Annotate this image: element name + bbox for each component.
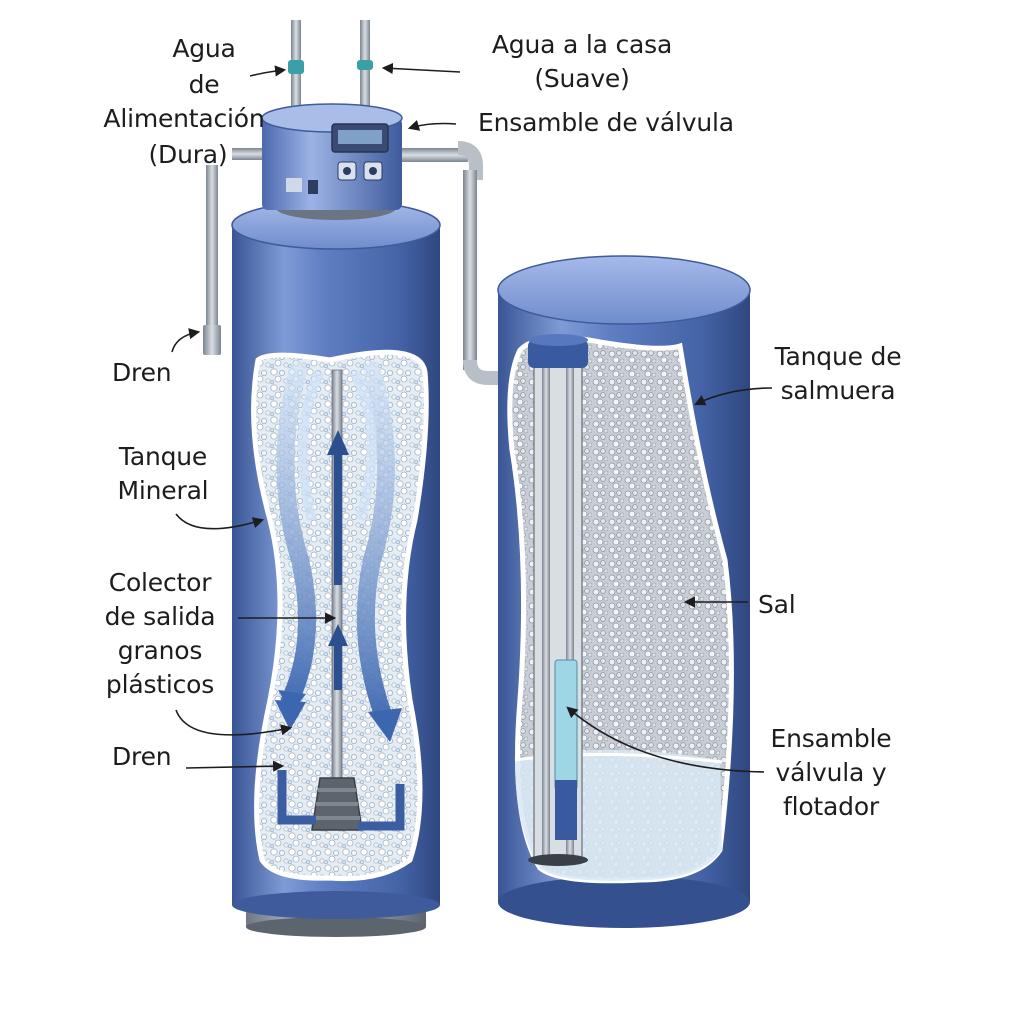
flow-arrows [275, 361, 402, 742]
label-feed-water-line-1: Agua [172, 34, 236, 63]
distributor-tube [277, 369, 405, 831]
label-feed-water-line-4: (Dura) [148, 140, 228, 169]
label-feed-water-line-2: de [188, 70, 220, 99]
label-collector-line-1: Colector [108, 568, 212, 597]
label-mineral-tank-line-2: Mineral [117, 476, 209, 505]
label-house-water-line-1: Agua a la casa [491, 30, 673, 59]
inlet-outlet-pipes [288, 20, 373, 110]
label-float-valve-line-2: válvula y [775, 758, 887, 787]
label-valve-assembly: Ensamble de válvula [478, 108, 734, 137]
brine-line [398, 141, 500, 385]
leader-lines [171, 62, 773, 773]
brine-well [528, 334, 588, 866]
label-house-water-line-2: (Suave) [534, 64, 630, 93]
label-salt: Sal [758, 590, 796, 619]
valve-head [261, 103, 403, 220]
label-float-valve-line-3: flotador [782, 792, 879, 821]
label-drain-bottom: Dren [112, 742, 172, 771]
label-feed-water-line-3: Alimentación [103, 104, 265, 133]
label-drain-top: Dren [112, 358, 172, 387]
label-mineral-tank-line-1: Tanque [118, 442, 208, 471]
label-brine-tank-line-2: salmuera [780, 376, 896, 405]
label-float-valve-line-1: Ensamble [770, 724, 892, 753]
label-beads-line-2: plásticos [105, 670, 215, 699]
label-beads-line-1: granos [117, 636, 203, 665]
label-collector-line-2: de salida [104, 602, 216, 631]
label-brine-tank-line-1: Tanque de [774, 342, 902, 371]
